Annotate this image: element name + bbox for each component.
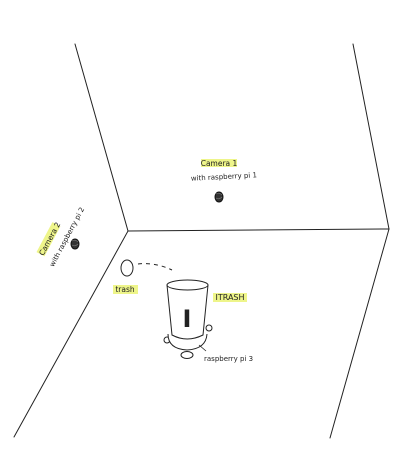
right-back-edge: [352, 43, 390, 230]
pi3-pointer: [198, 344, 207, 352]
camera2-icon: [70, 238, 80, 250]
camera1-highlight: [201, 159, 237, 167]
bin-letter: I: [183, 305, 192, 333]
itrash-label: ITRASH: [215, 293, 244, 302]
trash-label: trash: [115, 285, 135, 294]
camera1-sub-label: with raspberry pi 1: [191, 171, 257, 182]
trash-object: [120, 259, 134, 277]
trash-bin-icon: [163, 279, 213, 359]
camera1-label: Camera 1: [201, 159, 238, 168]
itrash-highlight: [213, 293, 247, 302]
pi3-label: raspberry pi 3: [204, 355, 253, 363]
back-floor-edge: [127, 228, 390, 232]
camera2-highlight: [36, 222, 61, 257]
right-floor-edge: [329, 228, 390, 439]
left-floor-edge: [13, 230, 129, 438]
left-back-edge: [74, 43, 129, 232]
camera1-icon: [214, 191, 224, 203]
trash-highlight: [113, 285, 138, 294]
trajectory-dashes: [137, 263, 173, 271]
